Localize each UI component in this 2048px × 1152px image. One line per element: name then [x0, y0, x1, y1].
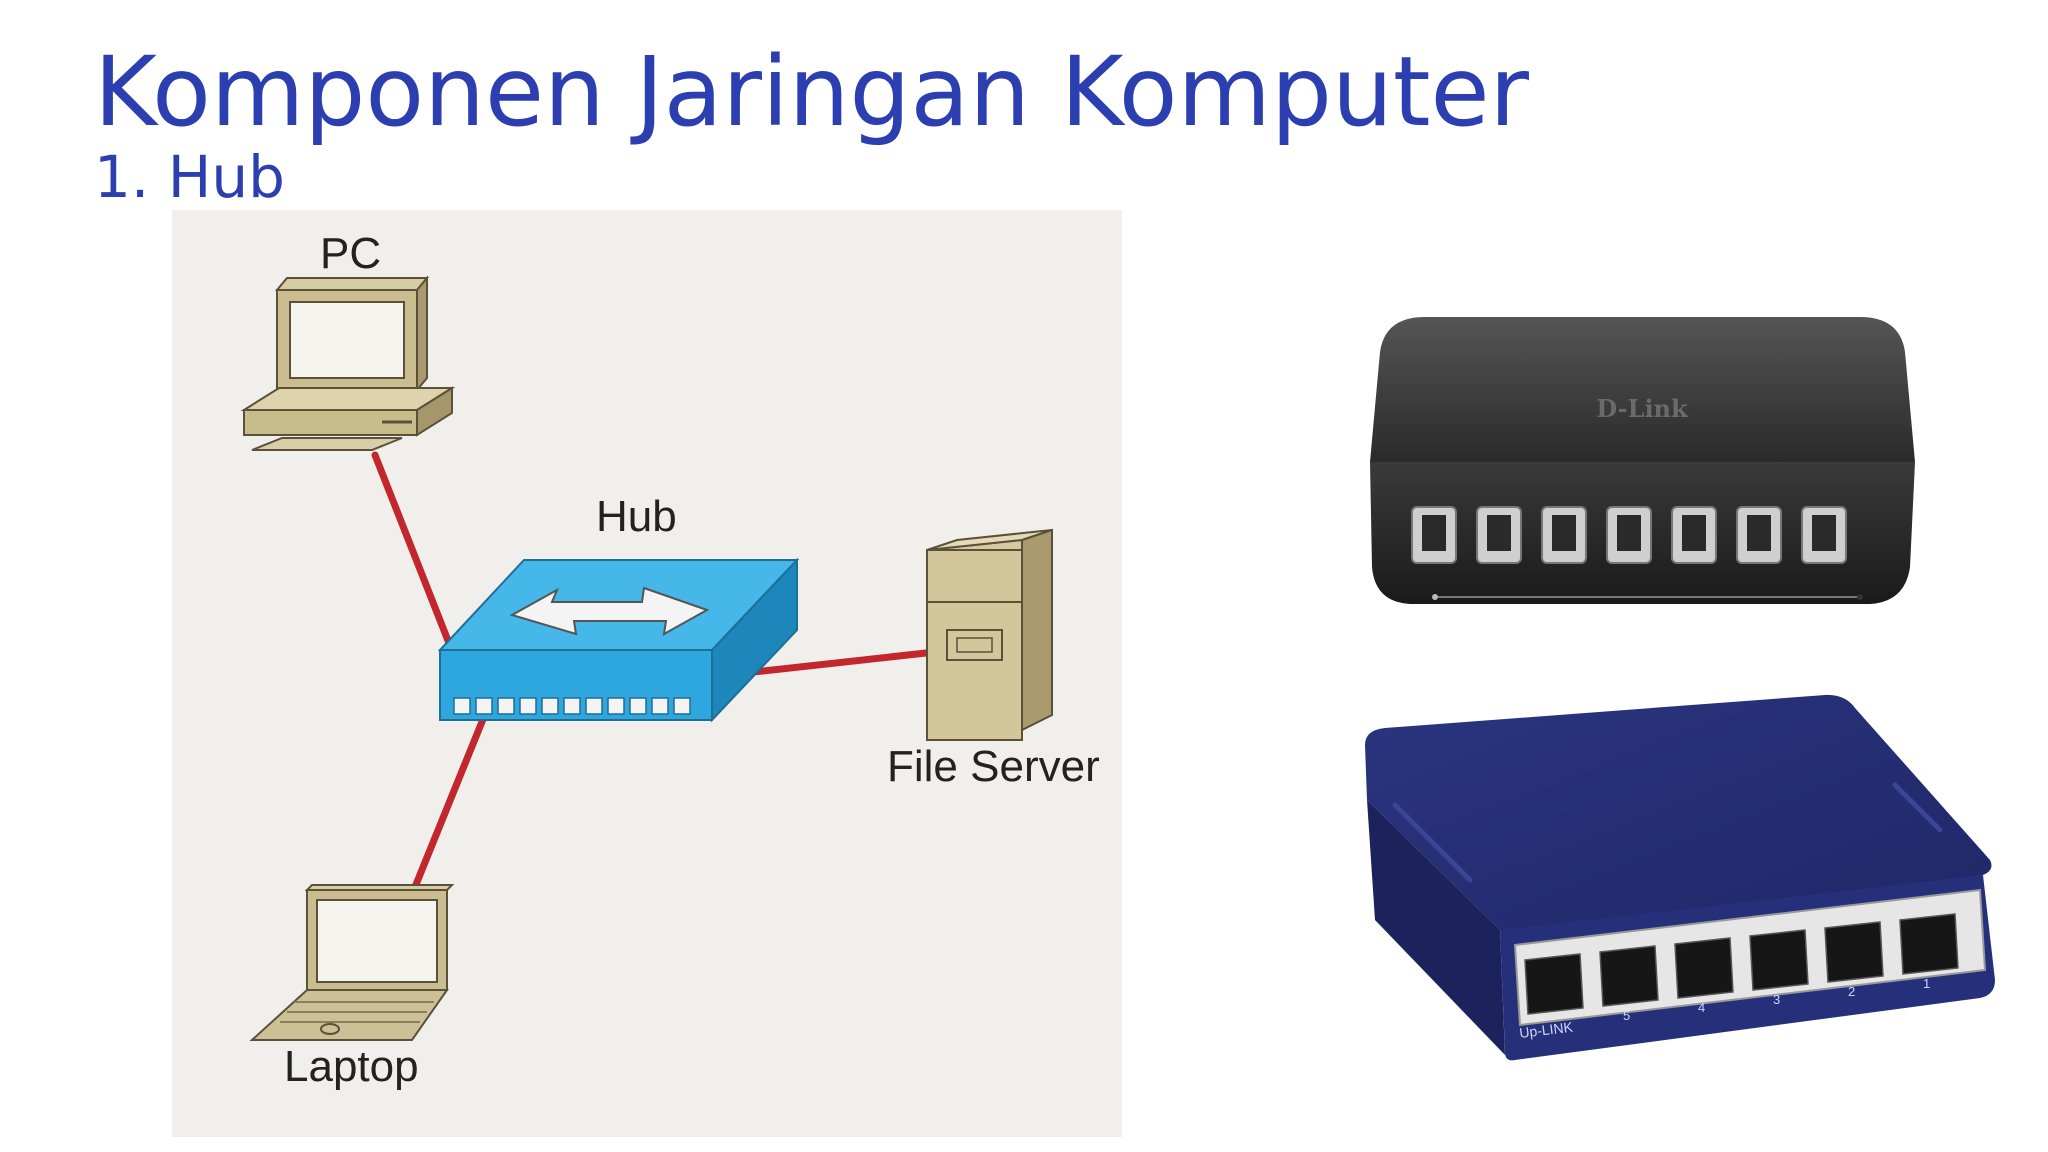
rj45-port-icons: [1524, 913, 1959, 1015]
port-number-1: 1: [1923, 976, 1930, 991]
laptop-label: Laptop: [284, 1042, 419, 1091]
port-number-5: 5: [1623, 1008, 1630, 1023]
port-number-4: 4: [1698, 1000, 1705, 1015]
usb-hub-photo: D-Link: [1350, 312, 1930, 622]
hub-diagram-graphic: [240, 275, 1053, 1041]
hub-network-diagram: PC Hub File Server Laptop: [172, 210, 1122, 1137]
usb-hub-brand: D-Link: [1596, 394, 1689, 423]
laptop-to-hub-cable: [411, 698, 494, 891]
pc-label: PC: [320, 229, 382, 278]
port-number-2: 2: [1848, 984, 1855, 999]
hub-label: Hub: [596, 492, 677, 541]
ethernet-hub-photo: Up-LINK 5 4 3 2 1: [1355, 690, 2005, 1070]
file-server-label: File Server: [887, 742, 1100, 791]
file-server-icon: [926, 528, 1053, 742]
pc-icon: [240, 275, 456, 451]
laptop-icon: [249, 884, 455, 1041]
bidirectional-arrow-icon: [509, 586, 710, 636]
uplink-label: Up-LINK: [1518, 1018, 1574, 1041]
slide-title: Komponen Jaringan Komputer: [94, 36, 1529, 148]
port-number-3: 3: [1773, 992, 1780, 1007]
hub-device-icon: [437, 557, 800, 723]
slide-subtitle: 1. Hub: [94, 143, 285, 211]
